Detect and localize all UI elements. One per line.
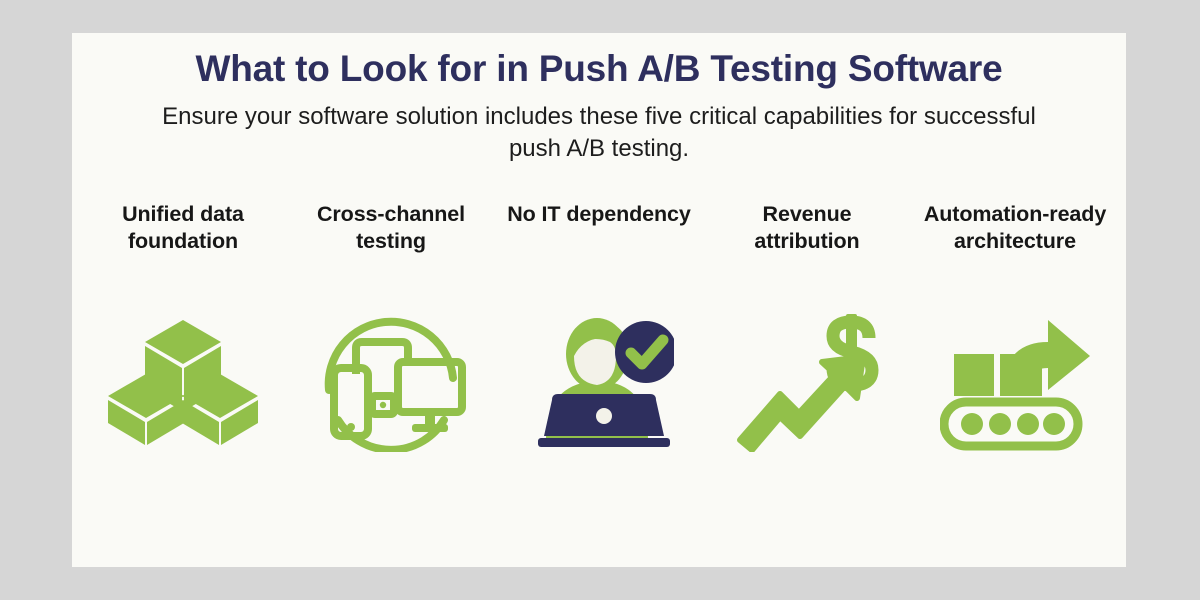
capability-label: No IT dependency bbox=[507, 202, 691, 226]
capability-item-unified-data-foundation: Unified data foundation bbox=[84, 201, 282, 454]
capability-item-revenue-attribution: Revenue attribution bbox=[708, 201, 906, 454]
capability-item-no-it-dependency: No IT dependency bbox=[500, 201, 698, 454]
growth-arrow-dollar-icon bbox=[727, 309, 887, 454]
person-laptop-check-icon bbox=[519, 309, 679, 454]
page-title: What to Look for in Push A/B Testing Sof… bbox=[195, 48, 1003, 89]
capability-label: Cross-channel testing bbox=[316, 202, 466, 253]
capability-item-automation-ready-architecture: Automation-ready architecture bbox=[916, 201, 1114, 454]
page-subtitle: Ensure your software solution includes t… bbox=[162, 103, 1036, 163]
capability-label: Unified data foundation bbox=[122, 202, 244, 253]
capability-item-cross-channel-testing: Cross-channel testing bbox=[292, 201, 490, 454]
capability-label: Revenue attribution bbox=[754, 202, 860, 253]
stacked-cubes-icon bbox=[103, 309, 263, 454]
capability-label: Automation-ready architecture bbox=[923, 202, 1107, 253]
infographic-card: What to Look for in Push A/B Testing Sof… bbox=[72, 33, 1126, 567]
capabilities-row: Unified data foundation bbox=[72, 201, 1126, 454]
conveyor-belt-arrow-icon bbox=[935, 309, 1095, 454]
header-block: What to Look for in Push A/B Testing Sof… bbox=[72, 33, 1126, 165]
multi-device-circle-icon bbox=[311, 309, 471, 454]
